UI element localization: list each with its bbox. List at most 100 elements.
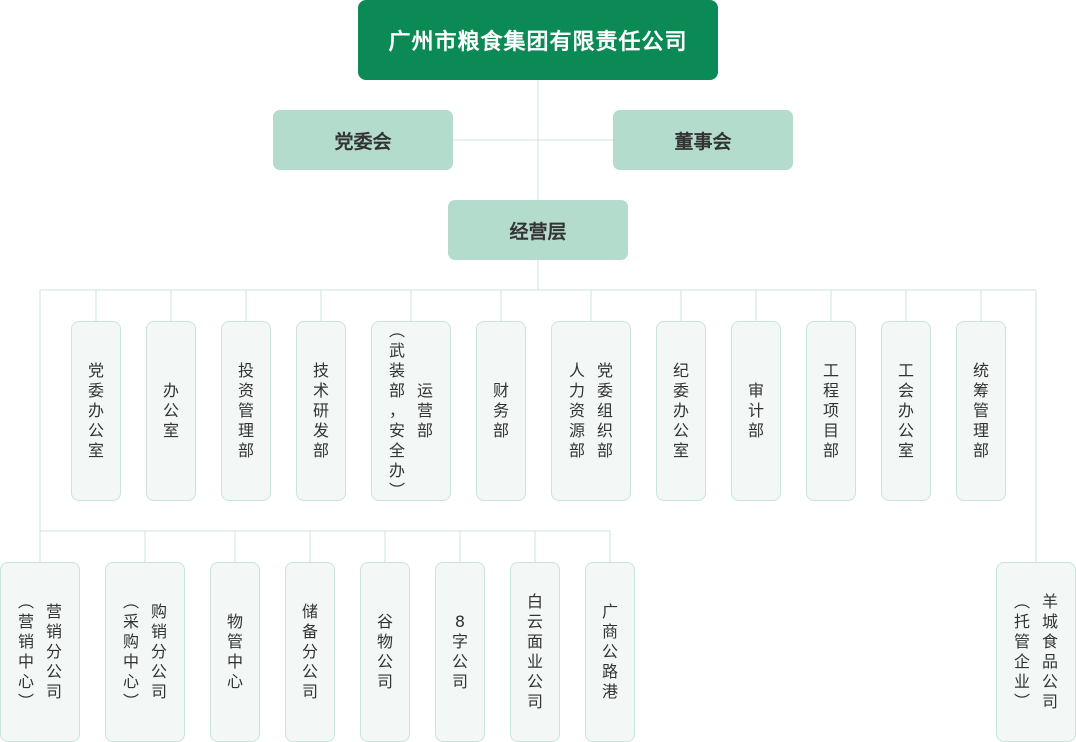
vertical-char: 商 bbox=[601, 622, 618, 641]
dept-engineering: 工程项目部 bbox=[806, 321, 856, 501]
vertical-char: 党 bbox=[597, 361, 614, 380]
vertical-char: 物 bbox=[376, 632, 393, 651]
vertical-char: ︵ bbox=[122, 592, 139, 611]
vertical-char: 办 bbox=[388, 461, 405, 480]
dept-col: 纪委办公室 bbox=[673, 361, 689, 461]
dept-col: 财务部 bbox=[493, 381, 509, 441]
sub-col: 谷物公司 bbox=[377, 612, 393, 692]
root-label: 广州市粮食集团有限责任公司 bbox=[388, 30, 688, 55]
sub-guangshang: 广商公路港 bbox=[585, 562, 635, 742]
vertical-char: 字 bbox=[451, 632, 468, 651]
vertical-char: 物 bbox=[226, 612, 243, 631]
vertical-char: 公 bbox=[151, 662, 168, 681]
vertical-char: 司 bbox=[1042, 692, 1059, 711]
vertical-char: 广 bbox=[601, 602, 618, 621]
vertical-char: 研 bbox=[312, 401, 329, 420]
vertical-char: 谷 bbox=[376, 612, 393, 631]
vertical-char: 全 bbox=[388, 441, 405, 460]
vertical-char: 部 bbox=[568, 441, 585, 460]
vertical-char: 装 bbox=[388, 361, 405, 380]
vertical-char: 室 bbox=[162, 421, 179, 440]
vertical-char: 目 bbox=[822, 421, 839, 440]
sub-reserve: 储备分公司 bbox=[285, 562, 335, 742]
dept-investment: 投资管理部 bbox=[221, 321, 271, 501]
dept-planning: 统筹管理部 bbox=[956, 321, 1006, 501]
vertical-char: 公 bbox=[162, 401, 179, 420]
vertical-char: 室 bbox=[672, 441, 689, 460]
vertical-char: ︶ bbox=[388, 481, 405, 500]
vertical-char: 备 bbox=[301, 622, 318, 641]
dept-operations: 运营部︵武装部，安全办︶ bbox=[371, 321, 451, 501]
managed-yangcheng: 羊城食品公司︵托管企业︶ bbox=[996, 562, 1076, 742]
dept-audit: 审计部 bbox=[731, 321, 781, 501]
vertical-char: ︵ bbox=[388, 321, 405, 340]
vertical-char: 公 bbox=[526, 672, 543, 691]
vertical-char: 购 bbox=[122, 632, 139, 651]
vertical-char: 部 bbox=[597, 441, 614, 460]
vertical-char: 公 bbox=[87, 421, 104, 440]
vertical-char: 纪 bbox=[672, 361, 689, 380]
vertical-char: 武 bbox=[388, 341, 405, 360]
dept-col: 审计部 bbox=[748, 381, 764, 441]
dept-col: 投资管理部 bbox=[238, 361, 254, 461]
vertical-char: 公 bbox=[897, 421, 914, 440]
dept-discipline: 纪委办公室 bbox=[656, 321, 706, 501]
vertical-char: 部 bbox=[747, 421, 764, 440]
dept-finance: 财务部 bbox=[476, 321, 526, 501]
dept-col: 办公室 bbox=[163, 381, 179, 441]
vertical-char: 品 bbox=[1042, 652, 1059, 671]
vertical-char: 营 bbox=[417, 401, 434, 420]
vertical-char: ， bbox=[388, 401, 405, 420]
vertical-char: 织 bbox=[597, 421, 614, 440]
dept-col: 工会办公室 bbox=[898, 361, 914, 461]
vertical-char: 司 bbox=[376, 672, 393, 691]
vertical-char: 管 bbox=[237, 401, 254, 420]
vertical-char: 管 bbox=[226, 632, 243, 651]
vertical-char: ︶ bbox=[17, 692, 34, 711]
vertical-char: 发 bbox=[312, 421, 329, 440]
vertical-char: 公 bbox=[672, 421, 689, 440]
sub-col: 白云面业公司 bbox=[527, 592, 543, 712]
vertical-char: 办 bbox=[87, 401, 104, 420]
vertical-char: 安 bbox=[388, 421, 405, 440]
vertical-char: 采 bbox=[122, 612, 139, 631]
managed-col-sub: ︵托管企业︶ bbox=[1014, 592, 1030, 712]
vertical-char: 营 bbox=[17, 612, 34, 631]
vertical-char: 人 bbox=[568, 361, 585, 380]
vertical-char: 部 bbox=[312, 441, 329, 460]
dept-col: 党委组织部 bbox=[597, 361, 613, 461]
vertical-char: 计 bbox=[747, 401, 764, 420]
party-committee-node: 党委会 bbox=[273, 110, 453, 170]
vertical-char: 食 bbox=[1042, 632, 1059, 651]
vertical-char: 部 bbox=[417, 421, 434, 440]
vertical-char: 路 bbox=[601, 662, 618, 681]
vertical-char: 审 bbox=[747, 381, 764, 400]
vertical-char: 技 bbox=[312, 361, 329, 380]
sub-marketing: 营销分公司︵营销中心︶ bbox=[0, 562, 80, 742]
dept-col-sub: 人力资源部 bbox=[569, 361, 585, 461]
vertical-char: 办 bbox=[897, 401, 914, 420]
vertical-char: 室 bbox=[87, 441, 104, 460]
vertical-char: 组 bbox=[597, 401, 614, 420]
dept-rd: 技术研发部 bbox=[296, 321, 346, 501]
vertical-char: 托 bbox=[1013, 612, 1030, 631]
vertical-char: ︶ bbox=[1013, 692, 1030, 711]
vertical-char: ︶ bbox=[122, 692, 139, 711]
vertical-char: 资 bbox=[568, 401, 585, 420]
sub-col: 储备分公司 bbox=[302, 602, 318, 702]
vertical-char: 部 bbox=[822, 441, 839, 460]
root-node: 广州市粮食集团有限责任公司 bbox=[358, 0, 718, 80]
vertical-char: 力 bbox=[568, 381, 585, 400]
vertical-char: 面 bbox=[526, 632, 543, 651]
vertical-char: 销 bbox=[17, 632, 34, 651]
vertical-char: 办 bbox=[162, 381, 179, 400]
vertical-char: 港 bbox=[601, 682, 618, 701]
management-label: 经营层 bbox=[509, 220, 567, 243]
vertical-char: 理 bbox=[237, 421, 254, 440]
vertical-char: 司 bbox=[301, 682, 318, 701]
vertical-char: 储 bbox=[301, 602, 318, 621]
vertical-char: 务 bbox=[492, 401, 509, 420]
vertical-char: 委 bbox=[87, 381, 104, 400]
